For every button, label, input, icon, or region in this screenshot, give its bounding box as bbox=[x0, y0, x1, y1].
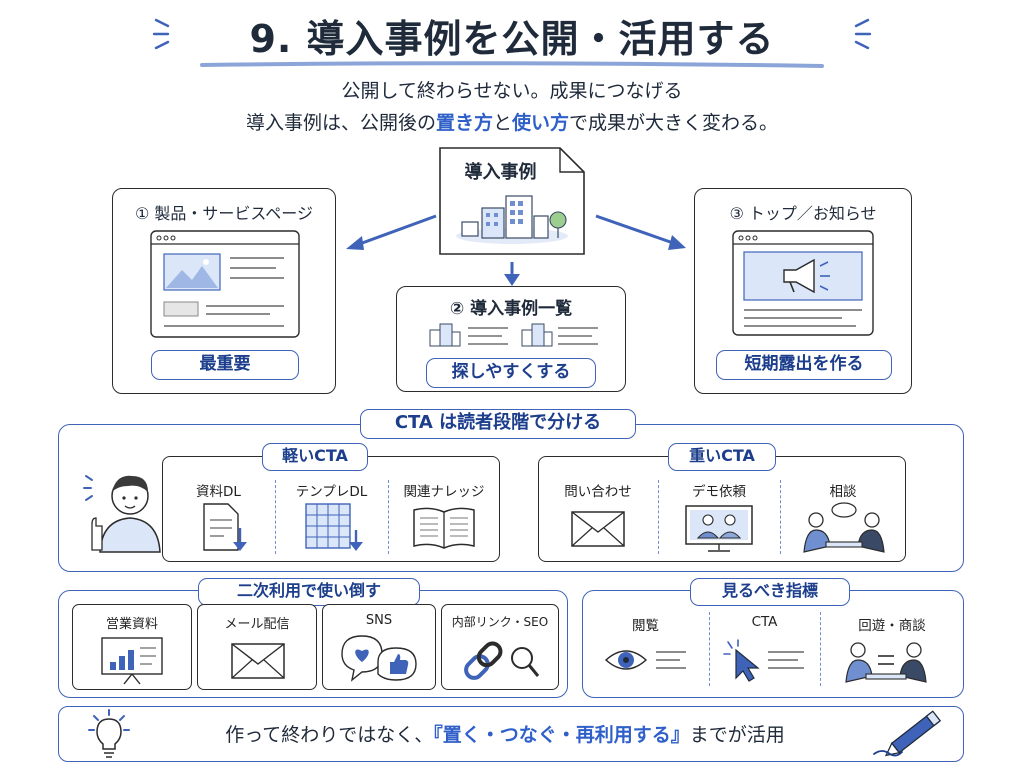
eye-icon bbox=[604, 640, 688, 680]
page-title: 9. 導入事例を公開・活用する bbox=[249, 17, 775, 61]
heavy-cta-divider-1 bbox=[658, 480, 659, 554]
subtitle-line2-pre: 導入事例は、公開後の bbox=[245, 112, 436, 134]
subtitle-line2-mid: と bbox=[492, 112, 512, 134]
footer-message-highlight: 『置く・つなぐ・再利用する』 bbox=[433, 724, 690, 746]
metric-label-views: 閲覧 bbox=[632, 618, 659, 634]
metrics-section bbox=[582, 590, 964, 698]
heavy-cta-item-consult: 相談 bbox=[829, 484, 857, 500]
light-cta-divider-2 bbox=[388, 480, 389, 554]
pen-icon bbox=[872, 708, 952, 760]
light-cta-divider-1 bbox=[275, 480, 276, 554]
subtitle-line1: 公開して終わらせない。成果につなげる bbox=[341, 80, 683, 102]
metrics-divider-2 bbox=[820, 612, 821, 686]
document-download-icon bbox=[200, 502, 250, 554]
metric-label-cta: CTA bbox=[751, 614, 778, 630]
browser-window-icon bbox=[150, 230, 300, 338]
case-study-label: 導入事例 bbox=[464, 162, 537, 183]
consultation-icon bbox=[802, 500, 886, 556]
heavy-cta-label: 重いCTA bbox=[668, 443, 776, 471]
placement-case-list-title: ② 導入事例一覧 bbox=[449, 299, 573, 319]
arrow-to-product-page bbox=[340, 208, 440, 258]
subtitle-line2: 導入事例は、公開後の置き方と使い方で成果が大きく変わる。 bbox=[0, 108, 1024, 135]
envelope-icon bbox=[570, 510, 626, 548]
reuse-label-seo: 内部リンク・SEO bbox=[451, 615, 549, 629]
reuse-section-header: 二次利用で使い倒す bbox=[198, 578, 420, 606]
light-cta-label: 軽いCTA bbox=[262, 443, 368, 471]
buildings-icon bbox=[452, 192, 572, 248]
footer-message: 作って終わりではなく、『置く・つなぐ・再利用する』までが活用 bbox=[150, 720, 860, 747]
reuse-label-sales-material: 営業資料 bbox=[105, 617, 158, 632]
footer-message-pre: 作って終わりではなく、 bbox=[225, 724, 434, 746]
announcement-window-icon bbox=[732, 230, 874, 336]
title-underline bbox=[200, 60, 824, 70]
subtitle-line2-post: で成果が大きく変わる。 bbox=[569, 112, 779, 134]
heavy-cta-item-demo: デモ依頼 bbox=[692, 484, 746, 500]
video-call-icon bbox=[684, 504, 754, 554]
placement-product-page-title: ① 製品・サービスページ bbox=[135, 204, 313, 223]
subtitle-highlight-placement: 置き方 bbox=[435, 112, 493, 134]
metrics-divider-1 bbox=[709, 612, 710, 686]
arrow-to-case-list bbox=[502, 262, 522, 288]
case-list-tag: 探しやすくする bbox=[426, 358, 596, 388]
arrow-to-top-page bbox=[592, 208, 692, 258]
reuse-label-email: メール配信 bbox=[224, 617, 290, 632]
social-bubbles-icon bbox=[338, 632, 420, 686]
email-envelope-icon bbox=[230, 642, 286, 680]
presentation-chart-icon bbox=[100, 636, 164, 686]
metric-label-engagement: 回遊・商談 bbox=[858, 618, 926, 634]
light-cta-item-knowledge: 関連ナレッジ bbox=[403, 484, 485, 500]
light-cta-item-docs: 資料DL bbox=[196, 484, 241, 500]
light-cta-item-template: テンプレDL bbox=[295, 484, 368, 500]
heavy-cta-item-inquiry: 問い合わせ bbox=[564, 484, 632, 500]
lightbulb-icon bbox=[86, 708, 132, 760]
template-download-icon bbox=[304, 502, 366, 554]
subtitle-highlight-usage: 使い方 bbox=[512, 112, 570, 134]
footer-message-post: までが活用 bbox=[689, 724, 785, 746]
title-decoration-right bbox=[844, 12, 874, 52]
top-news-tag: 短期露出を作る bbox=[716, 350, 892, 380]
case-list-thumbnails-icon bbox=[424, 320, 600, 350]
metrics-section-header: 見るべき指標 bbox=[690, 578, 850, 606]
cursor-click-icon bbox=[722, 638, 808, 682]
footer-summary bbox=[58, 706, 964, 762]
open-book-icon bbox=[412, 504, 476, 552]
cta-section-header: CTA は読者段階で分ける bbox=[360, 409, 636, 439]
placement-top-news-title: ③ トップ／お知らせ bbox=[729, 204, 877, 223]
meeting-icon bbox=[844, 636, 928, 686]
heavy-cta-divider-2 bbox=[780, 480, 781, 554]
link-search-icon bbox=[460, 634, 542, 684]
reader-person-icon bbox=[82, 462, 164, 554]
product-page-tag: 最重要 bbox=[151, 350, 299, 380]
title-decoration-left bbox=[150, 12, 180, 52]
reuse-label-sns: SNS bbox=[365, 613, 393, 628]
